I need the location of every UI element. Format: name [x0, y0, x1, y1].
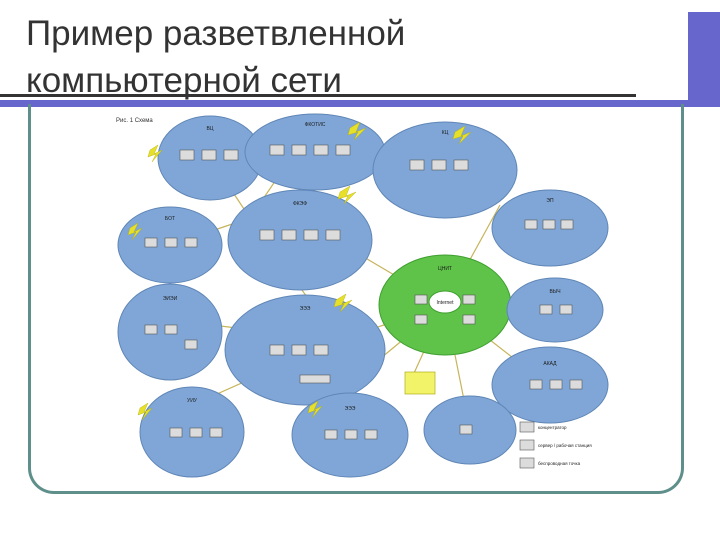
network-diagram: Рис. 1 Схема ВЦ ФКОТИС КЦ — [116, 113, 609, 478]
subnet-bubbles — [117, 113, 609, 478]
legend-swatch — [519, 439, 535, 451]
title-area: Пример разветвленной компьютерной сети — [0, 0, 688, 100]
node-label: АКАД — [543, 361, 557, 367]
node-label: ВЦ — [206, 126, 213, 132]
node-label: ФКЭФ — [293, 201, 307, 207]
legend-swatch — [519, 421, 535, 433]
slide-title-line2: компьютерной сети — [26, 61, 342, 100]
node-label: КЦ — [442, 130, 449, 136]
diagram-caption: Рис. 1 Схема — [116, 118, 153, 124]
node-labels: ВЦ ФКОТИС КЦ ЭП БОТ ФКЭФ ЦНИТ ВЫЧ ЭИЭИ Э… — [163, 122, 561, 412]
node-label: УИУ — [187, 398, 198, 404]
legend-swatch — [519, 457, 535, 469]
node-label: ВЫЧ — [549, 289, 560, 295]
node-label: БОТ — [165, 216, 175, 222]
lightning-icons — [127, 121, 472, 421]
node-label: ЭЭЭ — [300, 306, 311, 312]
node-label: ЭИЭИ — [163, 296, 178, 302]
subnet-vych — [506, 277, 604, 343]
internet-label: Internet — [437, 300, 455, 306]
equipment-icons — [144, 144, 583, 440]
internet-cloud: Internet — [428, 290, 462, 314]
node-label: ФКОТИС — [305, 122, 326, 128]
content-frame — [28, 104, 684, 494]
node-label: ЭЭЭ — [345, 406, 356, 412]
subnet-fkef — [227, 189, 373, 291]
title-underline — [0, 94, 636, 97]
legend-label: сервер / рабочая станция — [538, 443, 592, 448]
slide-title-line1: Пример разветвленной — [26, 14, 406, 53]
node-label: ЭП — [546, 198, 554, 204]
slide-title: Пример разветвленной компьютерной сети — [26, 10, 405, 104]
legend: концентратор сервер / рабочая станция бе… — [519, 421, 592, 469]
legend-label: концентратор — [538, 425, 567, 430]
legend-label: беспроводная точка — [538, 461, 581, 466]
yellow-node-box — [404, 371, 436, 395]
node-label: ЦНИТ — [438, 266, 452, 272]
